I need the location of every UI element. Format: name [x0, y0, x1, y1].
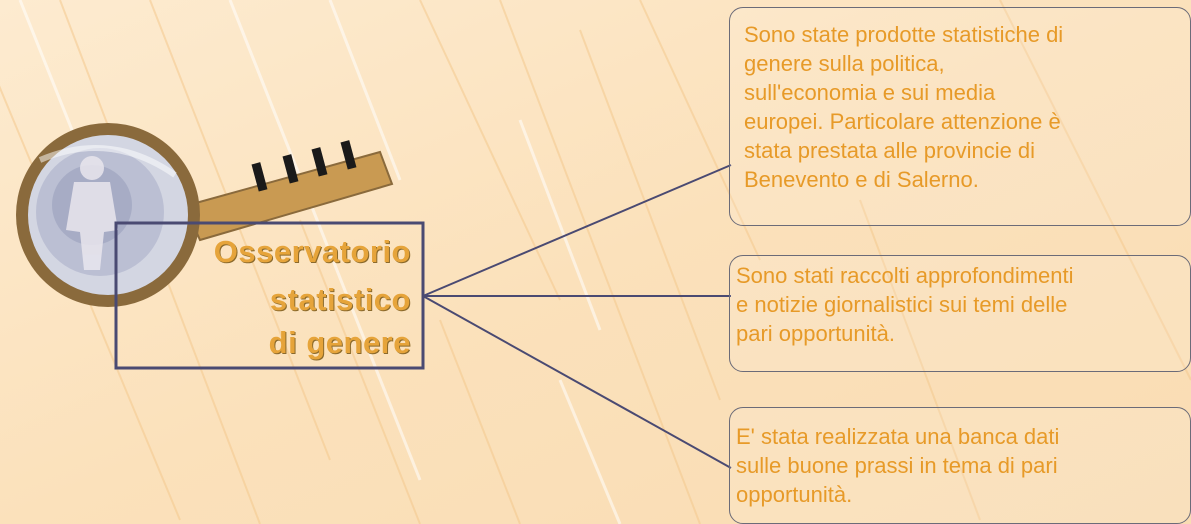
connector-line-bottom	[422, 295, 732, 469]
note-line: europei. Particolare attenzione è	[744, 109, 1061, 134]
note-line: pari opportunità.	[736, 321, 895, 346]
note-line: Sono stati raccolti approfondimenti	[736, 263, 1074, 288]
note-statistics: Sono state prodotte statistiche di gener…	[729, 7, 1191, 226]
note-line: stata prestata alle provincie di	[744, 138, 1036, 163]
title-box: Osservatorio statistico di genere	[115, 222, 423, 368]
note-line: sull'economia e sui media	[744, 80, 996, 105]
note-line: opportunità.	[736, 482, 853, 507]
person-silhouette-icon	[66, 156, 118, 270]
title-line-2: statistico	[269, 282, 411, 317]
connector-line-top	[422, 164, 732, 297]
magnifier-icon	[16, 123, 394, 307]
title-line-1: Osservatorio	[213, 234, 411, 269]
title-line-3: di genere	[268, 325, 411, 360]
note-line: Sono state prodotte statistiche di	[744, 22, 1064, 47]
note-news: Sono stati raccolti approfondimenti e no…	[729, 255, 1191, 372]
note-line: E' stata realizzata una banca dati	[736, 424, 1060, 449]
note-database: E' stata realizzata una banca dati sulle…	[729, 407, 1191, 524]
title-box-frame	[114, 221, 425, 370]
note-line: genere sulla politica,	[744, 51, 945, 76]
note-line: Benevento e di Salerno.	[744, 167, 979, 192]
note-line: e notizie giornalistici sui temi delle	[736, 292, 1068, 317]
note-line: sulle buone prassi in tema di pari	[736, 453, 1058, 478]
